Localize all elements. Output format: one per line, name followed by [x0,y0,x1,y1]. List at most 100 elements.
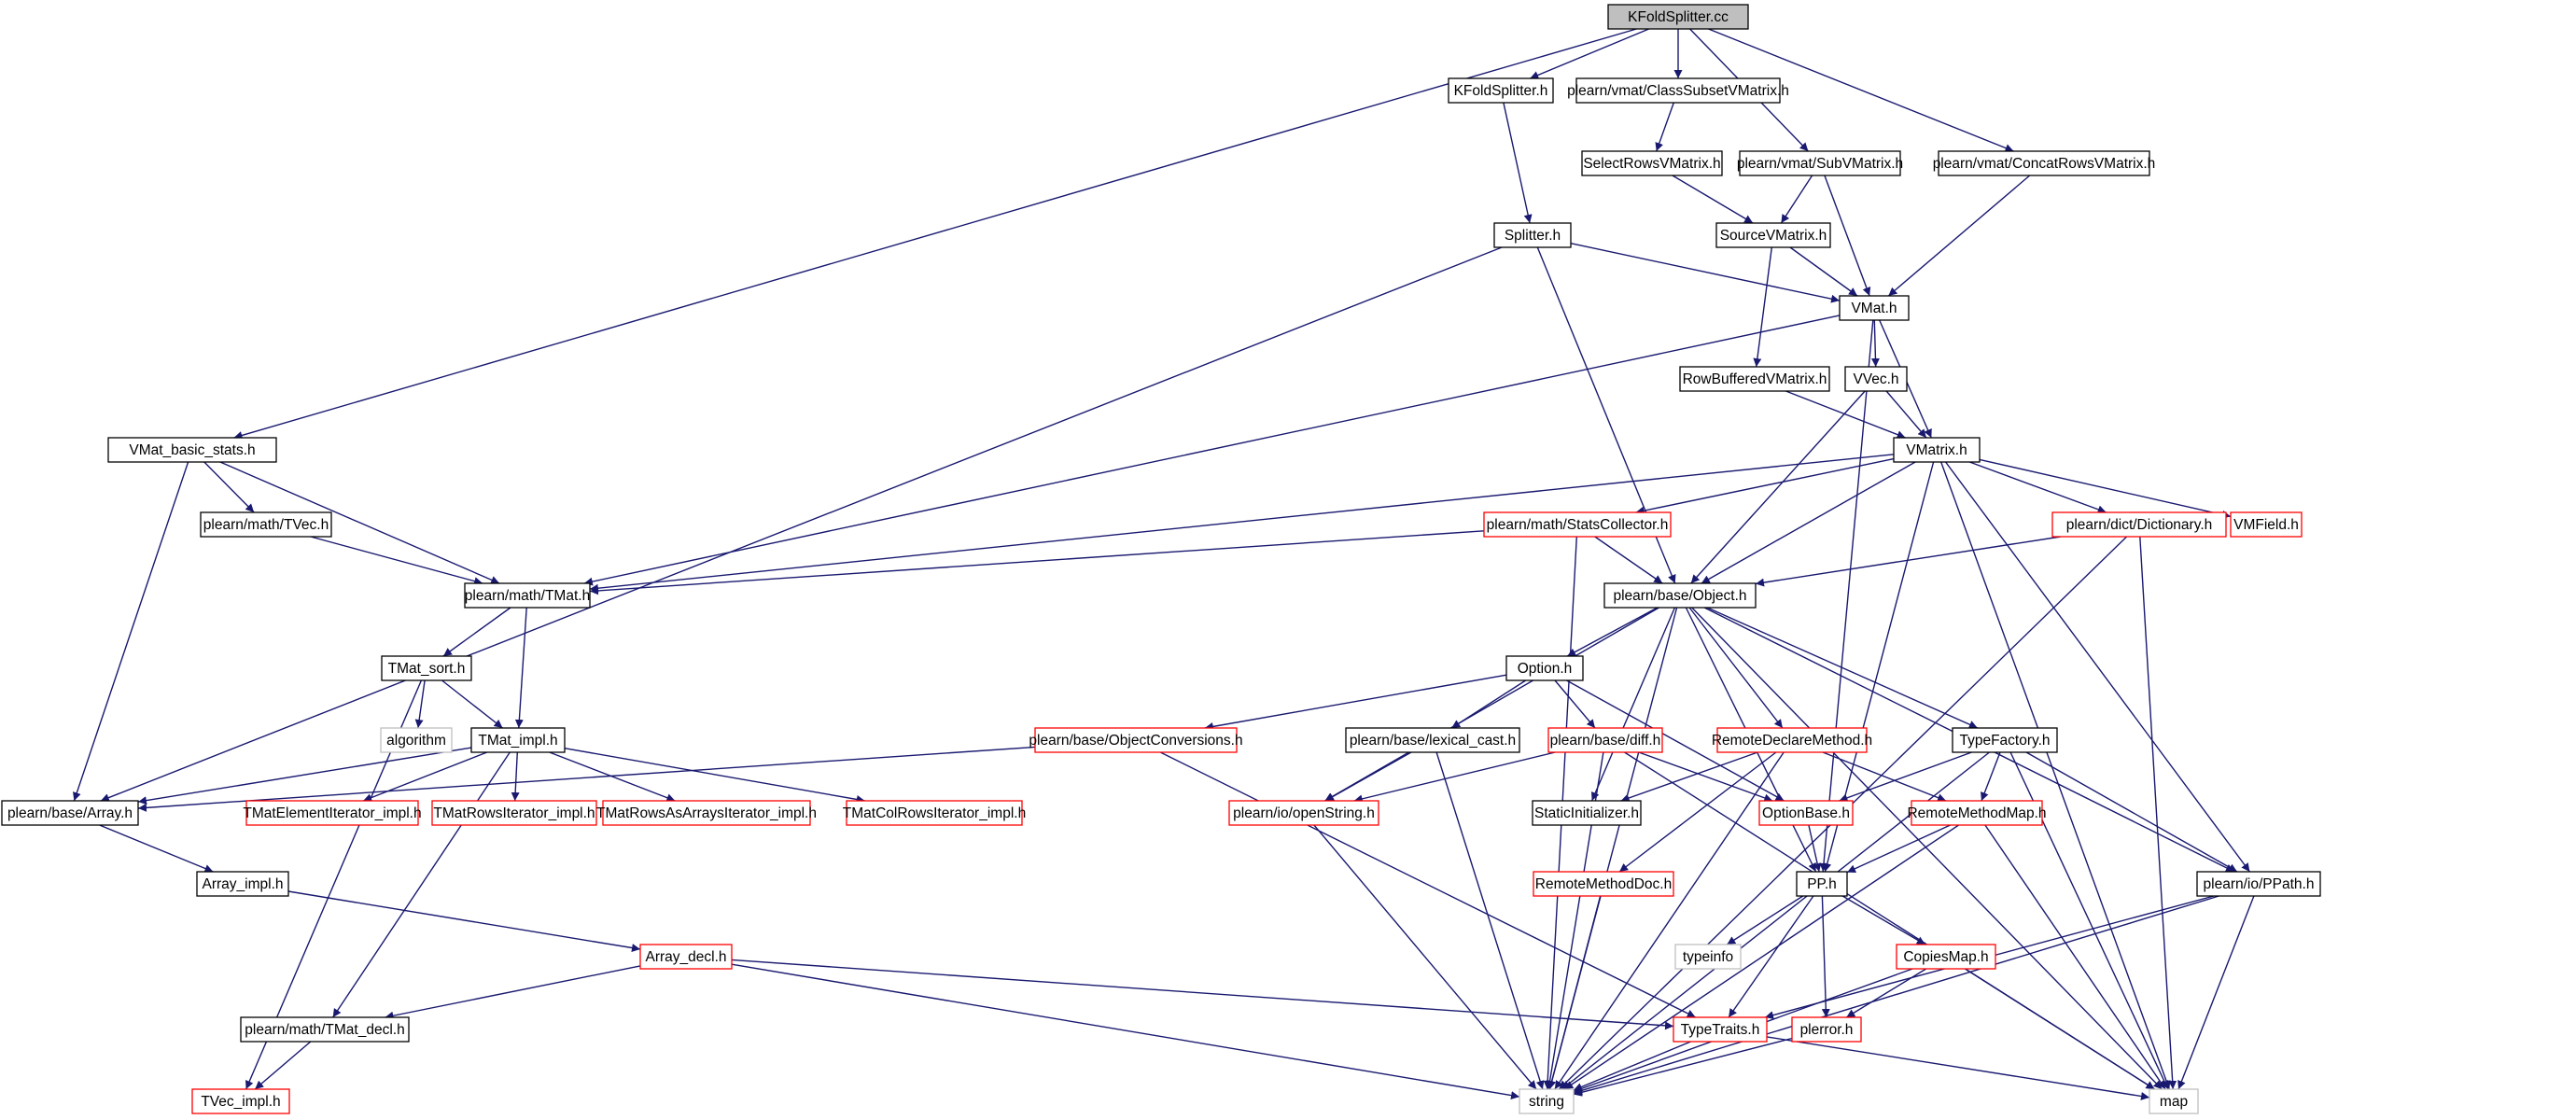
node-pp[interactable]: PP.h [1796,871,1848,897]
node-ppath[interactable]: plearn/io/PPath.h [2196,871,2321,897]
node-select-rows[interactable]: SelectRowsVMatrix.h [1581,150,1723,176]
edge-select_rows-to-source_vmatrix [1672,175,1754,224]
node-tmat-col[interactable]: TMatColRowsIterator_impl.h [843,800,1026,826]
node-option[interactable]: Option.h [1505,655,1584,681]
node-typeinfo: typeinfo [1674,944,1742,970]
node-sub-vmatrix[interactable]: plearn/vmat/SubVMatrix.h [1737,150,1903,176]
node-lexical[interactable]: plearn/base/lexical_cast.h [1345,727,1520,753]
edge-pp-to-copiesmap [1841,895,1926,945]
node-box [2196,871,2321,897]
node-label: algorithm [386,733,446,749]
node-tvec-impl[interactable]: TVec_impl.h [191,1088,290,1114]
node-box [1739,150,1901,176]
node-box [1839,295,1910,321]
node-kfold-h[interactable]: KFoldSplitter.h [1448,77,1554,104]
node-source-vmatrix[interactable]: SourceVMatrix.h [1715,222,1831,248]
node-box [431,800,597,826]
node-box [1533,871,1674,897]
edges [73,28,2255,1100]
node-plerror[interactable]: plerror.h [1791,1016,1862,1043]
node-tmat-decl[interactable]: plearn/math/TMat_decl.h [240,1016,410,1043]
edge-root-to-concat_rows [1708,28,2014,152]
node-class-subset[interactable]: plearn/vmat/ClassSubsetVMatrix.h [1567,77,1789,104]
node-dictionary[interactable]: plearn/dict/Dictionary.h [2051,511,2227,538]
node-tmat-impl[interactable]: TMat_impl.h [470,727,566,753]
edge-lexical-to-string [1435,751,1545,1090]
node-box [1505,655,1584,681]
node-box [380,727,453,753]
node-label: plerror.h [1800,1022,1854,1038]
node-vmat-basic[interactable]: VMat_basic_stats.h [107,437,277,463]
node-root[interactable]: KFoldSplitter.cc [1607,4,1749,30]
edge-vmat_basic-to-tvec [203,461,255,513]
node-object[interactable]: plearn/base/Object.h [1603,582,1757,609]
node-label: plearn/io/PPath.h [2204,876,2315,892]
node-tmat-rows[interactable]: TMatRowsIterator_impl.h [431,800,597,826]
edge-vvec-to-vmatrix [1885,390,1927,439]
edge-array_decl-to-typetraits [731,959,1674,1030]
node-concat-rows[interactable]: plearn/vmat/ConcatRowsVMatrix.h [1933,150,2156,176]
edge-tmat_sort-to-algorithm [414,679,426,729]
edge-typetraits-to-map [1766,1036,2150,1100]
node-label: Splitter.h [1505,228,1561,244]
node-box [2230,511,2303,538]
node-box [1673,1016,1768,1043]
edge-array_h-to-array_impl [99,824,214,873]
node-vmat-h[interactable]: VMat.h [1839,295,1910,321]
edge-remotedecl-to-staticinit [1620,751,1758,803]
node-array-decl[interactable]: Array_decl.h [639,944,733,970]
node-statscol[interactable]: plearn/math/StatsCollector.h [1483,511,1672,538]
edge-tvec-to-tmat [310,536,483,585]
edge-tmat_sort-to-tmat_impl [441,679,503,729]
node-string: string [1519,1088,1575,1114]
node-diff[interactable]: plearn/base/diff.h [1547,727,1663,753]
node-objconv[interactable]: plearn/base/ObjectConversions.h [1029,727,1243,753]
node-tvec[interactable]: plearn/math/TVec.h [200,511,332,538]
node-box [1581,150,1723,176]
edge-array_impl-to-array_decl [287,890,641,952]
edge-tmat_impl-to-tmat_col [564,748,865,804]
edge-tmat_impl-to-tmat_rows [511,751,520,802]
node-box [1952,727,2058,753]
node-label: TVec_impl.h [201,1094,280,1110]
edge-vmatrix-to-vmfield [1979,458,2232,519]
node-array-h[interactable]: plearn/base/Array.h [1,800,139,826]
edge-pp-to-plerror [1821,895,1830,1018]
edge-kfold_h-to-splitter_h [1503,102,1533,224]
node-vvec[interactable]: VVec.h [1844,366,1908,392]
edge-object-to-staticinit [1590,607,1676,802]
node-array-impl[interactable]: Array_impl.h [196,871,289,897]
node-typefactory[interactable]: TypeFactory.h [1952,727,2058,753]
edge-statscol-to-tmat [589,530,1485,595]
node-remotedoc[interactable]: RemoteMethodDoc.h [1533,871,1674,897]
node-splitter-h[interactable]: Splitter.h [1493,222,1572,248]
edge-vmatrix-to-statscol [1635,457,1895,515]
node-box [1896,944,1996,970]
node-label: PP.h [1807,876,1837,892]
node-staticinit[interactable]: StaticInitializer.h [1532,800,1642,826]
node-remotedecl[interactable]: RemoteDeclareMethod.h [1712,727,1872,753]
node-label: plearn/vmat/ConcatRowsVMatrix.h [1933,156,2156,172]
node-vmatrix[interactable]: VMatrix.h [1893,437,1981,463]
edge-root-to-vmat_basic [233,28,1637,440]
node-vmfield[interactable]: VMField.h [2230,511,2303,538]
node-label: plearn/base/diff.h [1550,733,1661,749]
node-typetraits[interactable]: TypeTraits.h [1673,1016,1768,1043]
edge-statscol-to-object [1594,536,1663,584]
node-openstring[interactable]: plearn/io/openString.h [1228,800,1379,826]
node-tmat-sort[interactable]: TMat_sort.h [381,655,472,681]
node-box [1607,4,1749,30]
node-box [191,1088,290,1114]
node-tmat-elem[interactable]: TMatElementIterator_impl.h [243,800,422,826]
node-remotemap[interactable]: RemoteMethodMap.h [1907,800,2047,826]
edge-remotemap-to-map [1984,824,2166,1090]
node-tmat-rowsarr[interactable]: TMatRowsAsArraysIterator_impl.h [596,800,817,826]
node-box [1345,727,1520,753]
node-copiesmap[interactable]: CopiesMap.h [1896,944,1996,970]
edge-vmat_h-to-vvec [1870,319,1880,368]
edge-vmat_basic-to-tmat [219,461,500,584]
node-rowbuffered[interactable]: RowBufferedVMatrix.h [1679,366,1830,392]
node-tmat[interactable]: plearn/math/TMat.h [464,582,591,609]
node-optionbase[interactable]: OptionBase.h [1758,800,1854,826]
